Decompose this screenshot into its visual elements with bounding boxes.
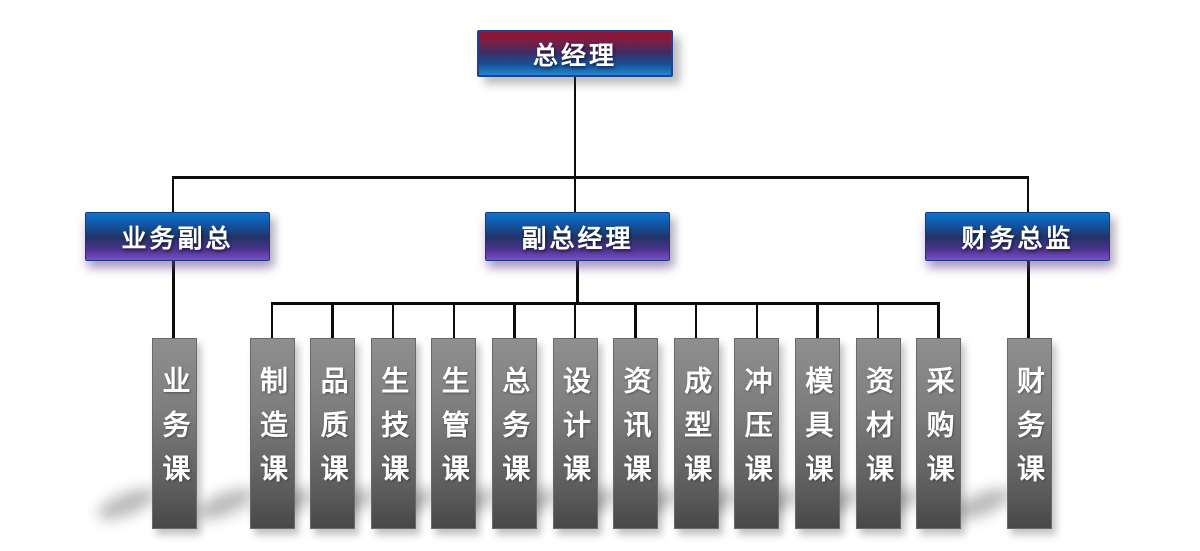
connector-line: [694, 302, 698, 339]
department-bar-label: 生技课: [378, 366, 410, 498]
connector-line: [755, 302, 759, 339]
org-node-deputy-general-manager: 副总经理: [485, 212, 670, 261]
department-bar-purchasing-section: 采购课: [858, 338, 962, 529]
connector-line: [391, 302, 395, 339]
department-bar-production-control-section: 生管课: [373, 338, 477, 529]
connector-line: [937, 302, 940, 339]
connector-line: [331, 302, 334, 339]
connector-line: [1026, 176, 1029, 213]
org-node-general-manager: 总经理: [477, 30, 673, 77]
connector-line: [270, 302, 274, 339]
department-bar-label: 成型课: [681, 366, 713, 498]
department-bar-label: 设计课: [560, 366, 591, 498]
org-node-label: 总经理: [532, 41, 617, 70]
org-node-label: 财务总监: [961, 224, 1074, 253]
connector-line: [1027, 261, 1030, 339]
connector-line: [171, 176, 174, 213]
connector-line: [634, 302, 637, 339]
department-bar-materials-section: 资材课: [797, 338, 901, 529]
department-bar-stamping-section: 冲压课: [676, 338, 780, 529]
connector-line: [876, 302, 880, 339]
department-bar-manufacturing-section: 制造课: [191, 338, 295, 529]
department-bar-label: 业务课: [159, 366, 191, 498]
department-bar-mold-section: 模具课: [737, 338, 840, 529]
connector-line: [573, 302, 577, 339]
org-node-label: 业务副总: [121, 224, 234, 253]
department-bar-label: 品质课: [317, 366, 349, 498]
org-node-label: 副总经理: [521, 224, 634, 253]
department-bar-quality-section: 品质课: [252, 338, 356, 529]
connector-line: [816, 302, 819, 339]
department-bar-production-tech-section: 生技课: [312, 338, 416, 529]
connector-line: [452, 302, 456, 339]
connector-line: [171, 176, 1029, 179]
floor-shadow: [94, 482, 160, 526]
department-bar-label: 财务课: [1014, 366, 1045, 498]
connector-line: [270, 302, 940, 305]
connector-line: [576, 261, 579, 304]
org-node-finance-director: 财务总监: [925, 212, 1110, 261]
department-bar-label: 冲压课: [741, 366, 773, 498]
department-bar-business-section: 业务课: [94, 338, 197, 529]
department-bar-design-section: 设计课: [494, 338, 598, 529]
org-node-business-vp: 业务副总: [85, 212, 270, 261]
connector-line: [573, 77, 576, 213]
department-bar-label: 资讯课: [620, 366, 652, 498]
department-bar-label: 制造课: [257, 366, 288, 498]
department-bar-label: 资材课: [863, 366, 894, 498]
department-bar-information-section: 资讯课: [555, 338, 659, 529]
department-bar-label: 生管课: [438, 366, 470, 498]
connector-line: [172, 261, 175, 339]
connector-line: [513, 302, 516, 339]
department-bar-label: 总务课: [499, 366, 531, 498]
department-bar-label: 模具课: [802, 366, 834, 498]
department-bar-label: 采购课: [923, 366, 955, 498]
department-bar-general-affairs-section: 总务课: [434, 338, 537, 529]
department-bar-finance-section: 财务课: [948, 338, 1052, 529]
floor-shadow: [191, 482, 258, 526]
department-bar-molding-section: 成型课: [615, 338, 719, 529]
